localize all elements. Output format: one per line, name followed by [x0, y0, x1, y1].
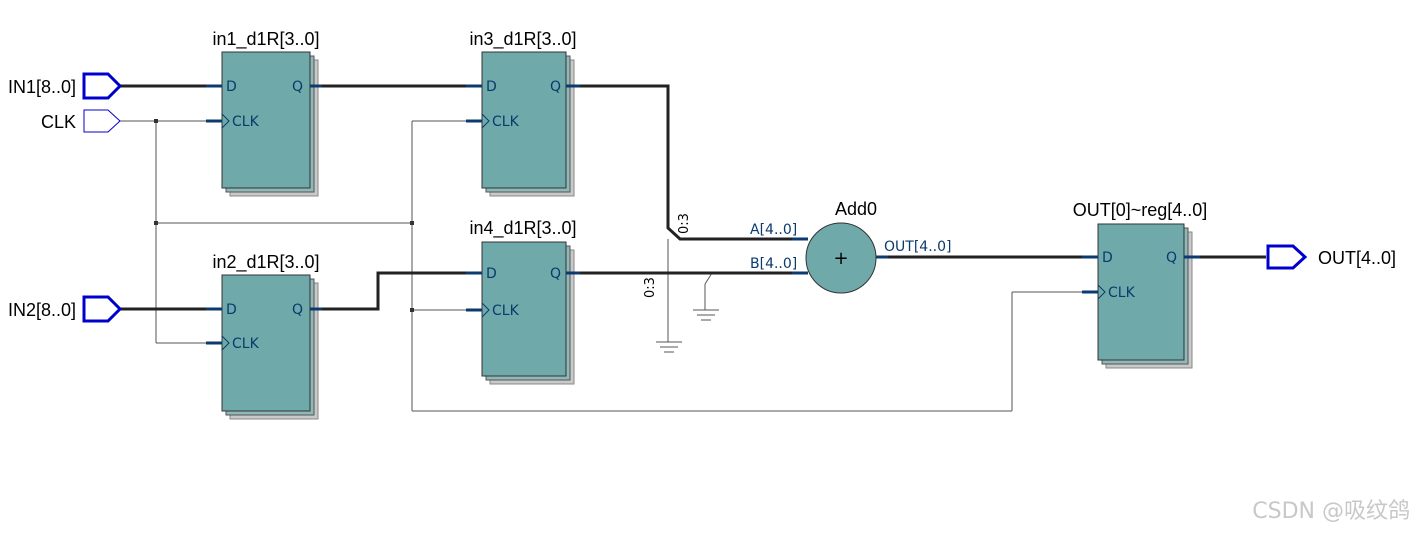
pin-d-in1: D — [226, 79, 237, 95]
port-label-in1: IN1[8..0] — [8, 77, 76, 97]
clock-net — [120, 120, 1082, 412]
ground-taps — [656, 239, 719, 353]
adder-input-b-label: B[4..0] — [750, 256, 797, 272]
port-in1[interactable]: IN1[8..0] — [8, 72, 123, 100]
bit-slice-label-bottom: 0:3 — [643, 277, 658, 298]
input-port-in1-shape[interactable] — [82, 72, 123, 100]
register-in2-d1r[interactable]: in2_d1R[3..0] D Q CLK — [206, 252, 322, 420]
port-out[interactable]: OUT[4..0] — [1266, 244, 1396, 270]
pin-clk-in2: CLK — [232, 336, 260, 352]
register-title-in1: in1_d1R[3..0] — [212, 29, 319, 50]
pin-q-in4: Q — [550, 266, 561, 282]
register-title-in4: in4_d1R[3..0] — [469, 218, 576, 239]
pin-q-in2: Q — [292, 302, 303, 318]
pin-clk-in3: CLK — [492, 114, 520, 130]
bit-slice-label-top: 0:3 — [677, 213, 692, 234]
pin-q-out: Q — [1166, 250, 1177, 266]
adder-symbol: + — [833, 248, 848, 269]
pin-q-in1: Q — [292, 79, 303, 95]
watermark: CSDN @吸纹鸽 — [1252, 499, 1410, 524]
adder-add0[interactable]: Add0 + A[4..0] B[4..0] OUT[4..0] — [750, 199, 951, 294]
pin-q-in3: Q — [550, 79, 561, 95]
register-in4-d1r[interactable]: in4_d1R[3..0] D Q CLK — [466, 218, 580, 385]
adder-title: Add0 — [835, 199, 877, 219]
pin-d-in2: D — [226, 302, 237, 318]
register-in3-d1r[interactable]: in3_d1R[3..0] D Q CLK — [466, 29, 580, 197]
input-port-clk-shape[interactable] — [83, 109, 121, 133]
pin-d-out: D — [1102, 250, 1113, 266]
pin-clk-in4: CLK — [492, 303, 520, 319]
port-in2[interactable]: IN2[8..0] — [8, 295, 123, 323]
adder-output-label: OUT[4..0] — [884, 239, 951, 255]
pin-clk-in1: CLK — [232, 114, 260, 130]
port-clk[interactable]: CLK — [41, 109, 121, 133]
register-title-out: OUT[0]~reg[4..0] — [1073, 200, 1208, 220]
output-port-out-shape[interactable] — [1266, 244, 1308, 270]
pin-d-in3: D — [486, 79, 497, 95]
register-title-in3: in3_d1R[3..0] — [469, 29, 576, 50]
register-out-reg[interactable]: OUT[0]~reg[4..0] D Q CLK — [1073, 200, 1208, 369]
pin-d-in4: D — [486, 266, 497, 282]
adder-input-a-label: A[4..0] — [750, 222, 797, 238]
port-label-out: OUT[4..0] — [1318, 248, 1396, 268]
port-label-clk: CLK — [41, 112, 76, 132]
junction-dots — [154, 119, 414, 312]
register-in1-d1r[interactable]: in1_d1R[3..0] D Q CLK — [206, 29, 322, 197]
pin-clk-out: CLK — [1108, 285, 1136, 301]
data-buses — [120, 84, 1266, 311]
port-label-in2: IN2[8..0] — [8, 300, 76, 320]
register-title-in2: in2_d1R[3..0] — [212, 252, 319, 273]
input-port-in2-shape[interactable] — [82, 295, 123, 323]
